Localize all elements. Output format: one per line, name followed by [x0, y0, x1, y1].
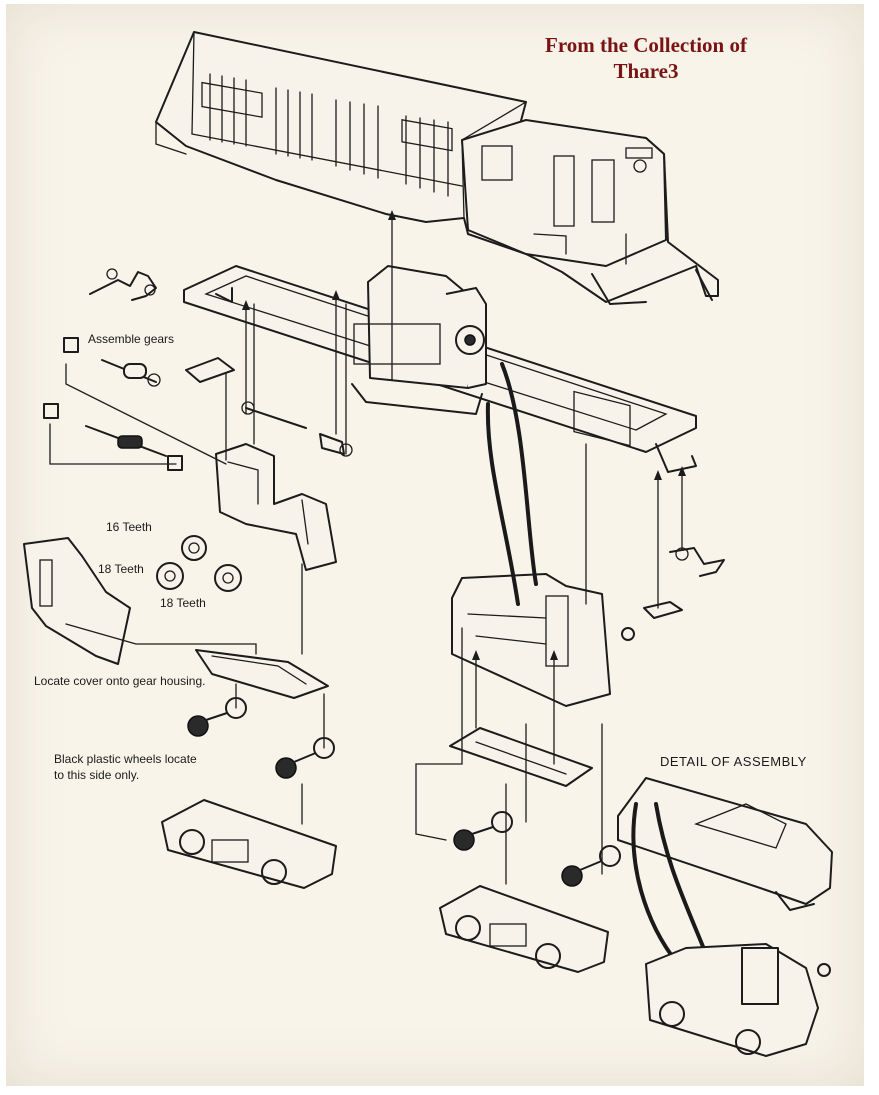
- label-locate-cover: Locate cover onto gear housing.: [34, 674, 206, 688]
- contact-plate: [185, 357, 235, 383]
- chassis-frame: [183, 265, 697, 473]
- label-black-wheels-line1: Black plastic wheels locate: [54, 752, 197, 766]
- gear-16-teeth: [181, 535, 207, 561]
- motor-wire-left: [485, 402, 520, 606]
- wheelset-right-lower: [561, 845, 621, 887]
- label-black-wheels-line2: to this side only.: [54, 768, 140, 782]
- gear-18-teeth-left: [156, 562, 184, 590]
- coupler-left: [89, 268, 157, 301]
- drive-shaft: [241, 401, 353, 457]
- worm-gear-assembly-mid: [43, 403, 183, 471]
- truck-left: [161, 799, 337, 889]
- gear-18-teeth-bottom: [214, 564, 242, 592]
- wheelset-left-lower: [275, 737, 335, 779]
- label-18-teeth-left: 18 Teeth: [98, 562, 144, 576]
- exploded-view-drawing: [23, 31, 833, 1057]
- watermark-line1: From the Collection of: [545, 33, 747, 57]
- locomotive-body-shell: [155, 31, 719, 305]
- assembly-detail-view: [617, 777, 833, 1057]
- assembly-guide-lines: [49, 213, 683, 885]
- wheelset-right-upper: [453, 811, 513, 851]
- motor-mount-cradle: [451, 573, 611, 707]
- watermark-collection-credit: From the Collection of Thare3: [506, 32, 786, 84]
- side-frame-plate: [23, 537, 131, 665]
- guide-arrowheads: [242, 210, 686, 660]
- gear-housing: [215, 443, 337, 571]
- gear-cover: [195, 649, 329, 699]
- contact-plate-right: [643, 601, 683, 619]
- coupler-right: [669, 547, 725, 577]
- label-18-teeth-bottom: 18 Teeth: [160, 596, 206, 610]
- label-detail-of-assembly: DETAIL OF ASSEMBLY: [660, 754, 807, 769]
- wheelset-left-upper: [187, 697, 247, 737]
- truck-right: [439, 885, 609, 973]
- truck-cover-right: [449, 727, 593, 787]
- motor-wire-right: [500, 362, 538, 586]
- label-assemble-gears: Assemble gears: [88, 332, 175, 346]
- instruction-sheet: From the Collection of Thare3 Assemble g…: [6, 4, 864, 1086]
- label-16-teeth: 16 Teeth: [106, 520, 152, 534]
- worm-gear-assembly-top: [63, 337, 161, 387]
- watermark-line2: Thare3: [613, 59, 679, 83]
